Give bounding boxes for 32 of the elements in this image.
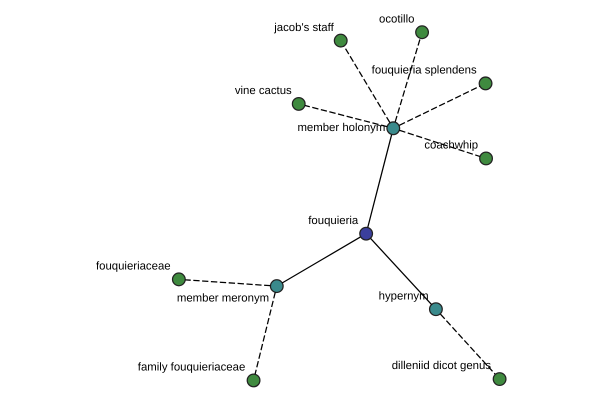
connector bbox=[399, 86, 480, 126]
connector bbox=[440, 314, 496, 375]
node-label: family fouquieriaceae bbox=[138, 362, 246, 374]
node-circle bbox=[172, 272, 186, 286]
connector bbox=[370, 238, 432, 305]
node-label: ocotillo bbox=[379, 13, 414, 26]
node-circle bbox=[478, 76, 493, 90]
node-circle bbox=[292, 96, 306, 111]
connector bbox=[367, 134, 392, 228]
node-circle bbox=[334, 34, 348, 48]
node-circle bbox=[492, 372, 507, 386]
node-circle bbox=[270, 279, 284, 294]
node-label: fouquieria splendens bbox=[372, 64, 477, 77]
connector bbox=[282, 236, 361, 284]
connector bbox=[343, 46, 390, 123]
node-circle bbox=[428, 302, 443, 316]
node-label: fouquieria bbox=[308, 214, 358, 227]
node-circle bbox=[479, 152, 493, 166]
node-label: fouquieriaceae bbox=[96, 260, 171, 272]
node-label: vine cactus bbox=[234, 85, 292, 98]
node-circle bbox=[415, 25, 430, 40]
connector bbox=[394, 38, 421, 122]
node-label: member meronym bbox=[176, 292, 270, 305]
node-label: dilleniid dicot genus bbox=[392, 360, 492, 372]
node-circle bbox=[246, 373, 261, 388]
node-circle bbox=[386, 121, 400, 136]
connector bbox=[185, 279, 270, 286]
connector bbox=[254, 292, 276, 374]
connector bbox=[304, 104, 388, 128]
node-label: jacob's staff bbox=[274, 22, 334, 34]
node-label: member holonym bbox=[297, 122, 386, 134]
node-circle bbox=[359, 226, 374, 241]
